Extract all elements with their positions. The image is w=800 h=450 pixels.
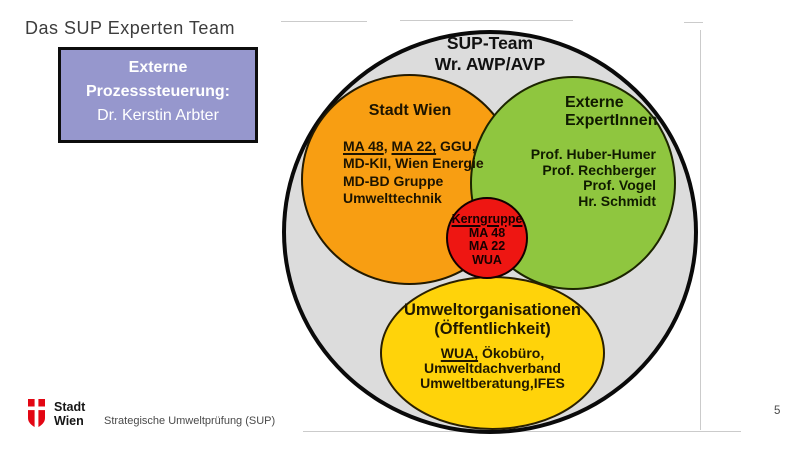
externe-expertinnen-members: Prof. Huber-Humer Prof. Rechberger Prof.… [500,146,656,210]
oekobuero-text: Ökobüro, [478,345,545,361]
kerngruppe-content: Kerngruppe MA 48 MA 22 WUA [436,212,538,267]
outer-title-line2: Wr. AWP/AVP [434,54,546,74]
ma22-underlined: MA 22, [391,138,437,154]
artifact-line-top-left [281,21,367,22]
umwelt-title-line1: Umweltorganisationen [404,301,581,319]
stadt-wien-logo-text: Stadt Wien [54,400,86,428]
logo-line1: Stadt [54,400,86,414]
stadt-wien-line3: MD-BD Gruppe [343,172,444,189]
process-box-line1: Externe [128,59,188,76]
expert-name: Prof. Huber-Humer [530,146,656,162]
stadt-wien-logo-icon [28,399,45,428]
umwelt-title-line2: (Öffentlichkeit) [434,319,551,338]
process-box-line3: Dr. Kerstin Arbter [97,107,219,124]
expert-name: Prof. Rechberger [542,161,656,178]
kerngruppe-title: Kerngruppe [451,212,523,226]
externe-title-line2: ExpertInnen [565,112,658,129]
externe-expertinnen-title: Externe ExpertInnen [565,94,657,130]
process-steering-box: Externe Prozesssteuerung: Dr. Kerstin Ar… [58,47,258,143]
wua-underlined: WUA, [440,345,479,361]
venn-circle-kerngruppe [446,197,528,279]
kerngruppe-member: WUA [472,252,502,267]
separator: , [383,138,392,154]
ma48-underlined: MA 48 [343,138,384,154]
artifact-line-right [700,30,701,430]
umweltorganisationen-members: WUA, Ökobüro, Umweltdachverband Umweltbe… [380,345,605,392]
stadt-wien-line1: MA 48, MA 22, GGU, [343,138,484,155]
kerngruppe-member: MA 48 [468,225,506,240]
umweltorganisationen-title: Umweltorganisationen (Öffentlichkeit) [380,301,605,338]
ggu-text: GGU, [436,138,476,154]
expert-name: Hr. Schmidt [578,193,656,210]
stadt-wien-line4: Umwelttechnik [343,189,442,206]
umwelt-line2: Umweltdachverband [424,360,561,377]
stadt-wien-title: Stadt Wien [368,102,452,119]
stadt-wien-members: MA 48, MA 22, GGU, MD-KlI, Wien Energie … [343,138,484,207]
artifact-line-top-mid [400,20,573,21]
artifact-line-top-right [684,22,703,23]
expert-name: Prof. Vogel [583,177,656,194]
kerngruppe-member: MA 22 [468,239,506,253]
venn-outer-title: SUP-Team Wr. AWP/AVP [382,33,598,75]
externe-title-line1: Externe [565,94,624,111]
logo-line2: Wien [54,413,84,428]
stadt-wien-line2: MD-KlI, Wien Energie [343,155,484,172]
outer-title-line1: SUP-Team [446,33,534,53]
umwelt-line3: Umweltberatung,IFES [420,375,565,392]
umwelt-line1: WUA, Ökobüro, [380,345,605,361]
page-title: Das SUP Experten Team [25,18,235,38]
process-box-line2: Prozesssteuerung: [85,83,231,100]
footer-text: Strategische Umweltprüfung (SUP) [104,415,276,427]
page-number: 5 [774,405,781,417]
